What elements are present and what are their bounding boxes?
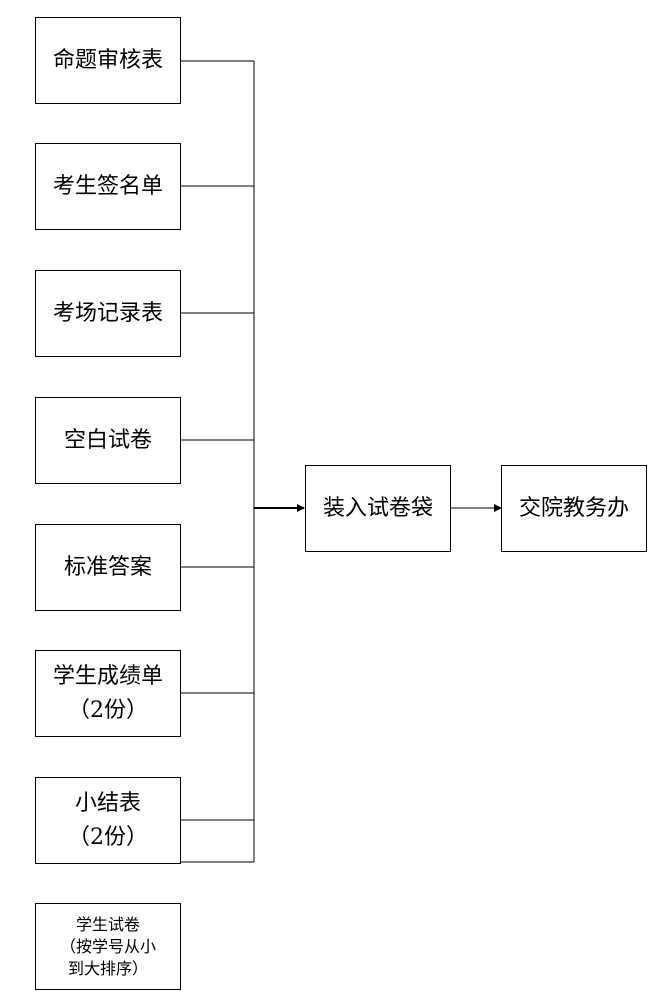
item-box-4: 空白试卷: [35, 397, 181, 484]
destination-box: 交院教务办: [501, 465, 647, 552]
target-label: 装入试卷袋: [322, 495, 433, 521]
item-label-8: 学生试卷 （按学号从小 到大排序）: [59, 914, 156, 978]
target-box: 装入试卷袋: [305, 465, 451, 552]
item-label-1: 命题审核表: [52, 47, 163, 73]
item-box-1: 命题审核表: [35, 17, 181, 104]
item-label-7: 小结表 （2份）: [68, 790, 148, 850]
item-box-6: 学生成绩单 （2份）: [35, 650, 181, 737]
item-box-2: 考生签名单: [35, 143, 181, 230]
item-box-5: 标准答案: [35, 524, 181, 611]
item-box-3: 考场记录表: [35, 270, 181, 357]
item-box-7: 小结表 （2份）: [35, 777, 181, 864]
item-label-5: 标准答案: [63, 554, 152, 580]
item-label-3: 考场记录表: [52, 300, 163, 326]
item-box-8: 学生试卷 （按学号从小 到大排序）: [35, 903, 181, 990]
item-label-6: 学生成绩单 （2份）: [52, 663, 163, 723]
destination-label: 交院教务办: [518, 495, 629, 521]
item-label-4: 空白试卷: [63, 427, 152, 453]
item-label-2: 考生签名单: [52, 173, 163, 199]
